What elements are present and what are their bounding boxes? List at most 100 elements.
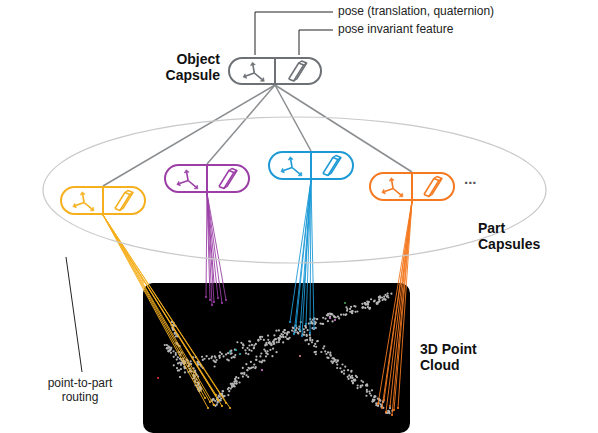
cloud-point [235,382,237,384]
cloud-point [345,313,347,315]
cloud-point [370,298,372,300]
cloud-point [374,395,376,397]
pose-axis [284,168,292,171]
cloud-point [259,360,261,362]
cloud-point [344,366,346,368]
cloud-point [221,353,223,355]
cloud-point [316,318,318,320]
cloud-point [347,378,349,380]
node-heading: Object Capsule [140,51,220,83]
cloud-point [246,369,248,371]
cloud-point [222,390,224,392]
cloud-point [354,379,356,381]
cloud-point [322,347,324,349]
cloud-point [166,344,168,346]
cloud-point [240,342,242,344]
cloud-point [271,355,273,357]
cloud-point [255,356,257,358]
cloud-point [366,389,368,391]
cloud-point [253,347,255,349]
pose-arrowhead [194,185,198,189]
cloud-point [173,364,175,366]
cloud-point [362,381,364,383]
cloud-point [248,340,250,342]
pose-arrowhead [389,178,394,181]
cloud-point [324,350,326,352]
pose-arrowhead [298,172,302,176]
cloud-point [265,355,267,357]
cloud-point [173,356,175,358]
cloud-point [180,368,182,370]
cloud-point [278,329,280,331]
routing-line [103,215,208,408]
routing-line [294,180,311,334]
cloud-point [261,369,263,371]
cloud-point [227,394,229,396]
cloud-point [354,311,356,313]
cloud-point [239,353,241,355]
node-heading: 3D Point Cloud [420,341,520,373]
cloud-point [273,341,275,343]
cloud-point [306,334,308,336]
feature-bar-side [429,179,442,197]
pose-axis [83,195,84,203]
pose-arrowhead [73,203,77,208]
routing-line [386,201,412,412]
cloud-point [311,341,313,343]
cloud-point [364,303,366,305]
cloud-point [273,339,275,341]
pose-arrowhead [288,157,293,160]
pose-icon [73,192,94,211]
cloud-point [212,398,214,400]
cloud-point [177,356,179,358]
pose-icon [382,178,403,197]
cloud-point [313,328,315,330]
cloud-point [285,336,287,338]
cloud-point [178,369,180,371]
point-cloud-box-outline [143,283,410,433]
cloud-point [374,395,376,397]
routing-connector [207,193,214,283]
cloud-point [299,355,301,357]
pose-arrowhead [80,192,85,195]
pose-axis [84,203,92,209]
cloud-point [219,351,221,353]
cloud-point [202,359,204,361]
cloud-point [230,383,232,385]
cloud-point [272,348,274,350]
cloud-point [340,314,342,316]
cloud-point [327,320,329,322]
cloud-point [259,355,261,357]
cloud-point [370,394,372,396]
feature-icon [219,169,237,189]
cloud-point [341,371,343,373]
ellipsis-mark: ... [464,170,494,188]
routing-line [206,193,207,297]
cloud-point [190,360,192,362]
cloud-point [352,310,354,312]
cloud-point [241,372,243,374]
capsule-pill [60,186,146,215]
cloud-point [330,355,332,357]
cloud-point [352,377,354,379]
capsule-divider [310,152,312,179]
cloud-point [351,380,353,382]
cloud-point [225,353,227,355]
cloud-point [336,367,338,369]
cloud-point [343,314,345,316]
cloud-point [166,347,168,349]
cloud-point [387,293,389,295]
cloud-point [219,357,221,359]
cloud-point [283,329,285,331]
pose-axis [187,173,188,181]
cloud-point [334,319,336,321]
capsule-pill [164,164,250,193]
cloud-point [270,344,272,346]
cloud-point [276,341,278,343]
pose-arrowhead [184,170,189,173]
cloud-point [259,336,261,338]
cloud-point [369,392,371,394]
cloud-point [296,327,298,329]
capsule-pill-outline [228,57,322,85]
cloud-point [297,332,299,334]
